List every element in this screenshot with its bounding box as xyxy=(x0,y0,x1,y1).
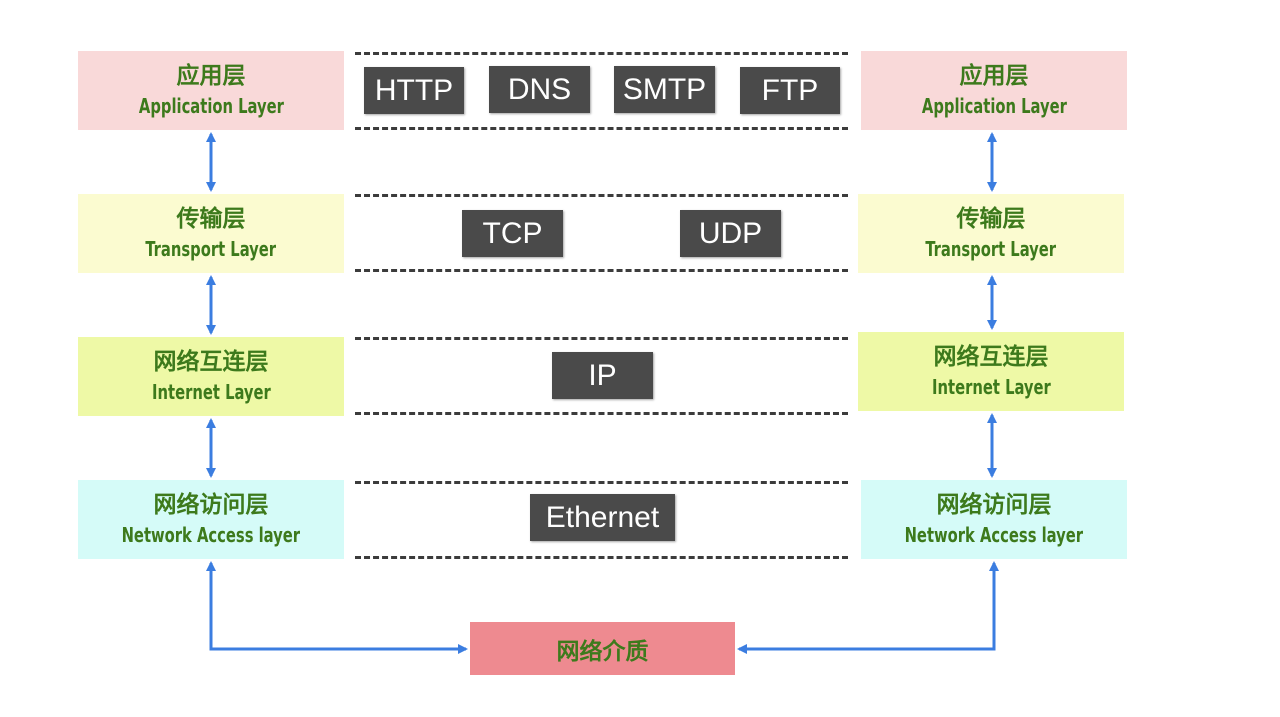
right-application-layer: 应用层 Application Layer xyxy=(861,51,1127,130)
protocol-dns: DNS xyxy=(489,66,590,113)
protocol-http: HTTP xyxy=(364,67,464,114)
right-internet-layer-cn: 网络互连层 xyxy=(933,343,1049,370)
right-application-layer-cn: 应用层 xyxy=(959,62,1029,89)
protocol-tcp: TCP xyxy=(462,210,563,257)
application-row-bottom-divider xyxy=(355,127,848,130)
left-internet-layer: 网络互连层 Internet Layer xyxy=(78,337,344,416)
internet-row-bottom-divider xyxy=(355,412,848,415)
left-network-access-layer-cn: 网络访问层 xyxy=(153,491,269,518)
right-application-layer-en: Application Layer xyxy=(921,93,1067,118)
right-transport-layer: 传输层 Transport Layer xyxy=(858,194,1124,273)
transport-row-bottom-divider xyxy=(355,269,848,272)
transport-row-top-divider xyxy=(355,194,848,197)
left-application-layer-cn: 应用层 xyxy=(176,62,246,89)
left-application-layer: 应用层 Application Layer xyxy=(78,51,344,130)
application-row-top-divider xyxy=(355,52,848,55)
internet-row-top-divider xyxy=(355,337,848,340)
left-network-access-layer-en: Network Access layer xyxy=(121,522,301,547)
protocol-smtp: SMTP xyxy=(614,66,715,113)
right-medium-arrow xyxy=(737,561,999,654)
protocol-ftp: FTP xyxy=(740,67,840,114)
left-transport-layer-cn: 传输层 xyxy=(176,205,246,232)
network-access-row-top-divider xyxy=(355,481,848,484)
protocol-ip: IP xyxy=(552,352,653,399)
left-internet-layer-en: Internet Layer xyxy=(151,379,271,404)
left-application-layer-en: Application Layer xyxy=(138,93,284,118)
right-transport-layer-en: Transport Layer xyxy=(925,236,1057,261)
right-internet-layer: 网络互连层 Internet Layer xyxy=(858,332,1124,411)
right-transport-layer-cn: 传输层 xyxy=(956,205,1026,232)
protocol-udp: UDP xyxy=(680,210,781,257)
left-transport-layer-en: Transport Layer xyxy=(145,236,277,261)
protocol-ethernet: Ethernet xyxy=(530,494,675,541)
left-network-access-layer: 网络访问层 Network Access layer xyxy=(78,480,344,559)
left-transport-layer: 传输层 Transport Layer xyxy=(78,194,344,273)
network-medium-label: 网络介质 xyxy=(556,638,649,665)
right-network-access-layer: 网络访问层 Network Access layer xyxy=(861,480,1127,559)
left-internet-layer-cn: 网络互连层 xyxy=(153,348,269,375)
right-network-access-layer-en: Network Access layer xyxy=(904,522,1084,547)
network-access-row-bottom-divider xyxy=(355,556,848,559)
right-network-access-layer-cn: 网络访问层 xyxy=(936,491,1052,518)
right-internet-layer-en: Internet Layer xyxy=(931,374,1051,399)
network-medium: 网络介质 xyxy=(470,622,735,675)
left-medium-arrow xyxy=(206,561,468,654)
